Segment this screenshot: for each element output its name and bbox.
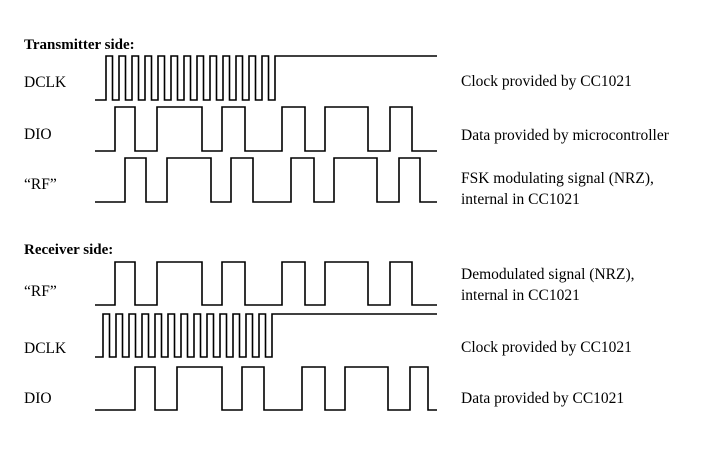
- rx-rf-label: “RF”: [24, 283, 57, 300]
- tx-dio-description-line-1: Data provided by microcontroller: [461, 127, 670, 144]
- rx-dio-description-line-1: Data provided by CC1021: [461, 390, 624, 407]
- tx-rf-description-line-1: FSK modulating signal (NRZ),: [461, 170, 654, 187]
- tx-dclk-description-line-1: Clock provided by CC1021: [461, 73, 632, 90]
- tx-rf-label: “RF”: [24, 176, 57, 193]
- tx-rf-description-line-2: internal in CC1021: [461, 191, 580, 208]
- tx-dio-label: DIO: [24, 126, 52, 143]
- rx-dclk-description-line-1: Clock provided by CC1021: [461, 339, 632, 356]
- receiver-side-heading: Receiver side:: [24, 242, 113, 258]
- rx-dio-waveform: [95, 366, 437, 411]
- tx-dio-waveform: [95, 106, 437, 152]
- tx-dclk-label: DCLK: [24, 74, 67, 91]
- rx-rf-description-line-1: Demodulated signal (NRZ),: [461, 266, 634, 283]
- tx-rf-waveform: [95, 157, 437, 203]
- rx-dclk-label: DCLK: [24, 340, 67, 357]
- rx-dclk-waveform: [95, 313, 437, 358]
- rx-rf-description-line-2: internal in CC1021: [461, 287, 580, 304]
- transmitter-side-heading: Transmitter side:: [24, 37, 135, 53]
- rx-dio-label: DIO: [24, 390, 52, 407]
- tx-dclk-waveform: [95, 55, 437, 101]
- rx-rf-waveform: [95, 261, 437, 306]
